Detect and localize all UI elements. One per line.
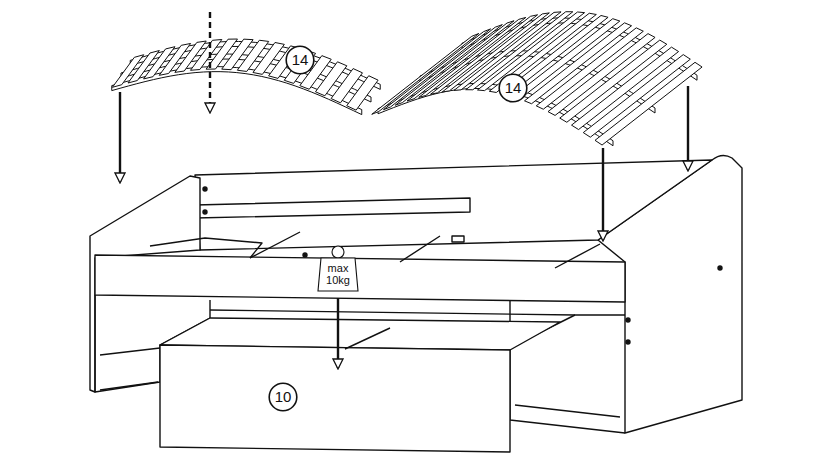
callout-number: 14 bbox=[285, 45, 315, 75]
callout-label: 14 bbox=[505, 80, 522, 96]
weight-label: max 10kg bbox=[323, 263, 353, 286]
assembly-arrows bbox=[120, 12, 688, 368]
callout-label: 10 bbox=[275, 389, 292, 405]
callout-number: 14 bbox=[498, 73, 528, 103]
callout-label: 14 bbox=[292, 52, 309, 68]
slat bbox=[347, 76, 378, 110]
weight-limit-icon: max 10kg bbox=[317, 244, 359, 292]
slat bbox=[372, 33, 479, 114]
slat bbox=[583, 55, 690, 138]
slat-frames bbox=[112, 12, 702, 146]
slat bbox=[595, 62, 702, 145]
callout-number: 10 bbox=[268, 382, 298, 412]
bed-frame bbox=[90, 155, 742, 452]
slat bbox=[478, 12, 585, 91]
